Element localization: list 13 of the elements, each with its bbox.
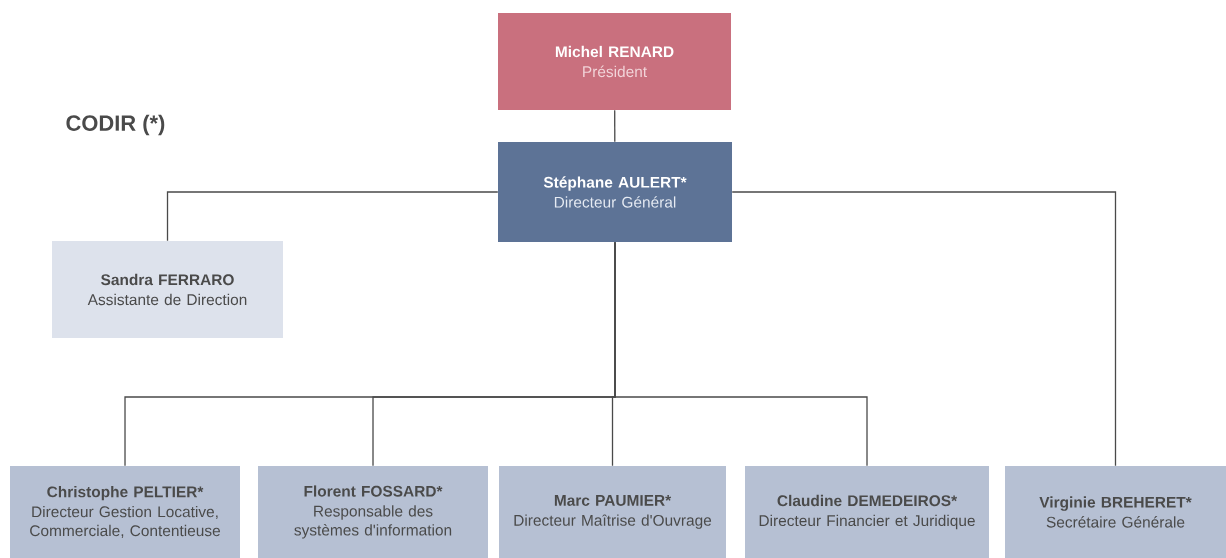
person-box: Virginie BREHERET* Secrétaire Générale [1005,466,1226,558]
heading: CODIR (*) [66,114,165,136]
connector-line [166,191,499,242]
person-box: Christophe PELTIER* Directeur Gestion Locative, Commerciale, Contentieuse [10,466,240,558]
connector-line [614,109,616,143]
person-box: Florent FOSSARD* Responsable des systèmes d'information [258,466,488,558]
person-box: Claudine DEMEDEIROS* Directeur Financier et Juridique [745,466,989,558]
connector-line [614,241,868,467]
person-box: Marc PAUMIER* Directeur Maîtrise d'Ouvrage [499,466,726,558]
person-box: Stéphane AULERT* Directeur Général [498,142,732,242]
connector-line [731,191,1117,467]
person-box: Sandra FERRARO Assistante de Direction [52,241,283,338]
person-box: Michel RENARD Président [498,13,731,110]
